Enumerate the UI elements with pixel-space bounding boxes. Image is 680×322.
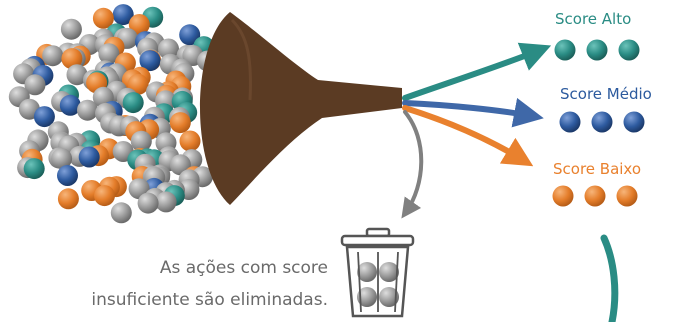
label-score-medio: Score Médio: [560, 85, 652, 103]
ball-icon: [158, 38, 179, 60]
ball-icon: [122, 92, 144, 114]
ball-icon: [137, 192, 159, 214]
ball-icon: [586, 39, 608, 61]
ball-icon: [33, 106, 55, 128]
arrow-icon: [600, 234, 619, 322]
output-arrows: [401, 42, 619, 322]
ball-icon: [559, 111, 581, 133]
ball-icon: [24, 74, 46, 96]
ball-icon: [66, 64, 88, 86]
ball-icon: [23, 158, 45, 180]
ball-icon: [78, 146, 100, 168]
arrow-icon: [401, 110, 424, 219]
ball-icon: [584, 185, 606, 207]
ball-icon: [130, 130, 152, 152]
ball-icon: [110, 202, 132, 224]
trash-bin-icon: [340, 227, 415, 318]
output-balls: [552, 39, 645, 207]
funnel-icon: [200, 12, 402, 205]
ball-icon: [60, 18, 82, 40]
ball-icon: [98, 43, 120, 65]
ball-icon: [51, 148, 73, 170]
ball-icon: [616, 185, 638, 207]
ball-icon: [618, 39, 640, 61]
ball-icon: [57, 165, 78, 186]
ball-icon: [94, 185, 115, 207]
arrow-icon: [402, 105, 534, 167]
ball-icon: [155, 191, 177, 213]
label-score-baixo: Score Baixo: [553, 160, 642, 178]
ball-icon: [57, 188, 79, 210]
label-score-alto: Score Alto: [555, 10, 632, 28]
ball-icon: [59, 94, 81, 116]
ball-icon: [169, 112, 191, 134]
ball-icon: [42, 45, 64, 67]
arrow-icon: [402, 42, 552, 101]
ball-pile: [8, 4, 239, 224]
ball-icon: [591, 111, 613, 133]
ball-icon: [112, 4, 134, 26]
ball-icon: [552, 185, 574, 207]
caption-line-2: insuficiente são eliminadas.: [91, 290, 328, 310]
ball-icon: [77, 99, 98, 121]
ball-icon: [179, 130, 201, 152]
arrow-icon: [402, 97, 544, 128]
ball-icon: [179, 24, 201, 46]
ball-icon: [128, 14, 150, 35]
ball-icon: [554, 39, 576, 61]
caption-line-1: As ações com score: [159, 258, 328, 278]
ball-icon: [61, 48, 83, 70]
ball-icon: [623, 111, 645, 133]
ball-icon: [139, 50, 161, 72]
ball-icon: [92, 7, 114, 29]
